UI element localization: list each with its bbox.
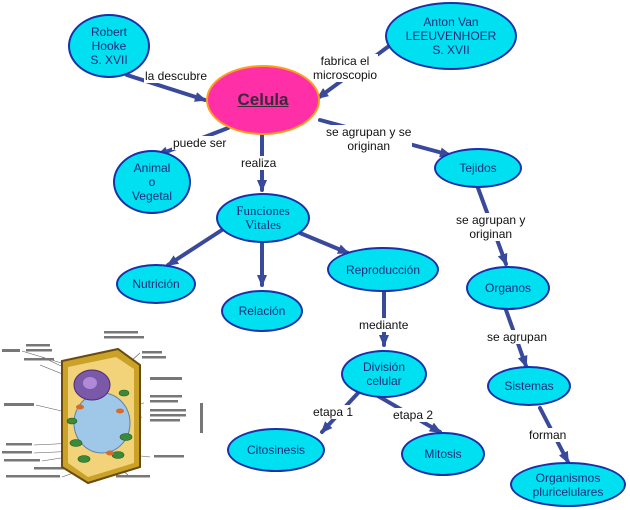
- link-label-se-agrupan: se agrupan: [486, 330, 549, 344]
- node-division-celular: División celular: [341, 350, 427, 398]
- link-label-descubre: la descubre: [144, 69, 209, 83]
- node-nutricion: Nutrición: [116, 264, 196, 304]
- link-label-forman: forman: [528, 428, 568, 442]
- link-label-agrupan-originan-1: se agrupan y se originan: [325, 125, 413, 153]
- node-robert-hooke: Robert Hooke S. XVII: [68, 14, 150, 78]
- edge-hooke-celula: [125, 73, 207, 102]
- link-label-puede-ser: puede ser: [172, 136, 228, 150]
- link-label-agrupan-originan-2: se agrupan y originan: [455, 213, 527, 241]
- node-organos: Organos: [466, 266, 550, 310]
- node-tejidos: Tejidos: [434, 148, 522, 188]
- node-animal-vegetal: Animal o Vegetal: [113, 150, 191, 214]
- link-label-realiza: realiza: [240, 156, 278, 170]
- link-label-etapa-2: etapa 2: [392, 408, 435, 422]
- plant-cell-diagram-icon: [2, 331, 203, 485]
- link-label-mediante: mediante: [358, 318, 410, 332]
- node-sistemas: Sistemas: [487, 366, 571, 406]
- node-relacion: Relación: [221, 290, 303, 332]
- node-citosinesis: Citosinesis: [227, 428, 325, 472]
- node-reproduccion: Reproducción: [327, 247, 439, 292]
- edge-funciones-nutricion: [166, 226, 227, 267]
- node-mitosis: Mitosis: [401, 432, 485, 476]
- node-organismos-pluricelulares: Organismos pluricelulares: [510, 462, 626, 507]
- link-label-etapa-1: etapa 1: [312, 405, 355, 419]
- node-celula: Celula: [206, 65, 320, 135]
- node-anton-van-leeuvenhoer: Anton Van LEEUVENHOER S. XVII: [385, 2, 517, 70]
- edge-funciones-reproduccion: [298, 231, 350, 255]
- node-funciones-vitales: Funciones Vitales: [216, 193, 310, 243]
- link-label-fabrica: fabrica el microscopio: [312, 54, 379, 82]
